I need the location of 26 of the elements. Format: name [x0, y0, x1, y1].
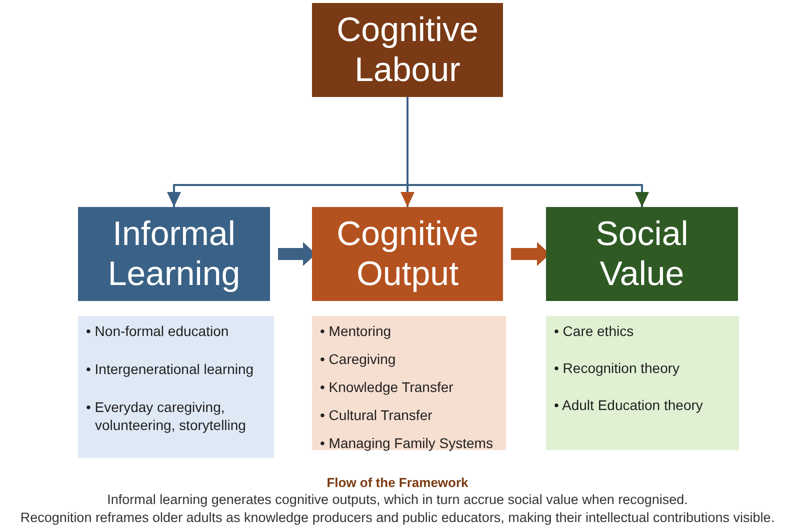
bullet-item: • Knowledge Transfer	[320, 378, 454, 396]
flow-description: Informal learning generates cognitive outputs, which in turn accrue social value when recognised.	[106, 491, 689, 509]
flow-description: Recognition reframes older adults as knowledge producers and public educators, making their intellectual contributions visible.	[19, 509, 776, 527]
bullet-item: • Intergenerational learning	[86, 360, 255, 378]
bullet-item: • Recognition theory	[554, 359, 681, 377]
flow-heading: Flow of the Framework	[326, 474, 470, 491]
bullet-item: • Care ethics	[554, 322, 635, 340]
bullet-list-box	[312, 316, 506, 450]
box-title: Cognitive Labour	[336, 10, 480, 90]
box-title: Social Value	[594, 214, 690, 294]
bullet-item: • Managing Family Systems	[320, 434, 494, 452]
arrow	[406, 97, 649, 207]
bullet-item: • Mentoring	[320, 322, 392, 340]
process-box	[312, 3, 503, 97]
box-title: Informal Learning	[106, 214, 242, 294]
process-box	[78, 207, 270, 301]
bullet-item: • Everyday caregiving, volunteering, storytelling	[86, 398, 247, 434]
bullet-list-box	[78, 316, 274, 458]
bullet-item: • Adult Education theory	[554, 396, 704, 414]
bullet-item: • Non-formal education	[86, 322, 230, 340]
bullet-item: • Cultural Transfer	[320, 406, 434, 424]
bullet-item: • Caregiving	[320, 350, 397, 368]
box-title: Cognitive Output	[336, 214, 480, 294]
process-box	[546, 207, 738, 301]
bullet-list-box	[546, 316, 739, 450]
process-box	[312, 207, 503, 301]
